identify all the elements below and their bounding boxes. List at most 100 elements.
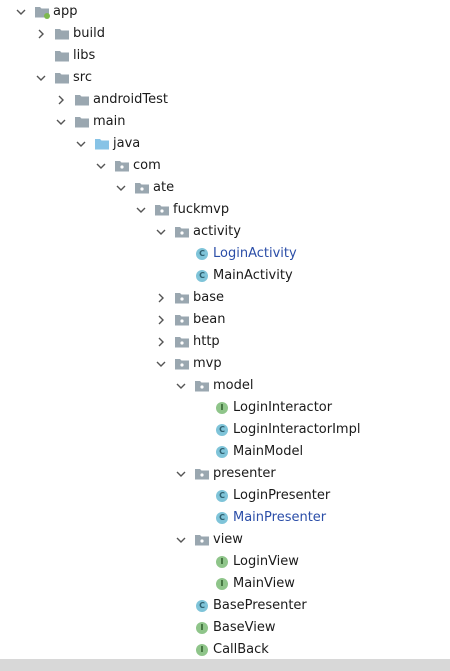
- tree-item-label: MainActivity: [213, 268, 293, 283]
- chevron-right-icon[interactable]: [54, 89, 68, 111]
- tree-row-libs[interactable]: libs: [0, 45, 450, 67]
- tree-row-loginview[interactable]: I LoginView: [0, 551, 450, 573]
- tree-row-activity[interactable]: activity: [0, 221, 450, 243]
- tree-item-label: com: [133, 158, 161, 173]
- tree-item-label: fuckmvp: [173, 202, 230, 217]
- chevron-right-icon[interactable]: [154, 309, 168, 331]
- tree-row-baseview[interactable]: I BaseView: [0, 617, 450, 639]
- tree-row-main[interactable]: main: [0, 111, 450, 133]
- tree-row-presenter[interactable]: presenter: [0, 463, 450, 485]
- folder-icon: [74, 92, 90, 108]
- folder-icon: [54, 48, 70, 64]
- chevron-down-icon[interactable]: [154, 353, 168, 375]
- tree-row-view[interactable]: view: [0, 529, 450, 551]
- chevron-down-icon[interactable]: [54, 111, 68, 133]
- tree-row-base[interactable]: base: [0, 287, 450, 309]
- tree-item-label: java: [113, 136, 141, 151]
- chevron-right-icon[interactable]: [154, 331, 168, 353]
- tree-item-label: MainView: [233, 576, 295, 591]
- tree-item-label: base: [193, 290, 224, 305]
- tree-item-label: presenter: [213, 466, 276, 481]
- chevron-down-icon[interactable]: [74, 133, 88, 155]
- tree-row-ate[interactable]: ate: [0, 177, 450, 199]
- tree-item-label: model: [213, 378, 254, 393]
- tree-row-mainpresenter[interactable]: C MainPresenter: [0, 507, 450, 529]
- tree-item-label: LoginInteractor: [233, 400, 333, 415]
- tree-item-label: LoginView: [233, 554, 299, 569]
- interface-badge: I: [216, 402, 228, 414]
- package-icon: [174, 312, 190, 328]
- chevron-right-icon[interactable]: [154, 287, 168, 309]
- tree-row-build[interactable]: build: [0, 23, 450, 45]
- source-folder-icon: [94, 136, 110, 152]
- chevron-down-icon[interactable]: [174, 529, 188, 551]
- folder-icon: [54, 26, 70, 42]
- class-icon: C: [214, 488, 230, 504]
- tree-row-mainview[interactable]: I MainView: [0, 573, 450, 595]
- class-badge: C: [196, 248, 208, 260]
- tree-item-label: androidTest: [93, 92, 168, 107]
- chevron-down-icon[interactable]: [174, 375, 188, 397]
- chevron-down-icon[interactable]: [174, 463, 188, 485]
- tree-row-src[interactable]: src: [0, 67, 450, 89]
- interface-badge: I: [216, 578, 228, 590]
- class-icon: C: [214, 422, 230, 438]
- class-badge: C: [216, 512, 228, 524]
- class-icon: C: [214, 444, 230, 460]
- class-badge: C: [216, 490, 228, 502]
- interface-icon: I: [214, 554, 230, 570]
- tree-row-fuckmvp[interactable]: fuckmvp: [0, 199, 450, 221]
- tree-item-label: LoginPresenter: [233, 488, 331, 503]
- tree-row-com[interactable]: com: [0, 155, 450, 177]
- package-icon: [114, 158, 130, 174]
- tree-item-label: main: [93, 114, 126, 129]
- tree-item-label: libs: [73, 48, 96, 63]
- horizontal-scrollbar[interactable]: [0, 659, 450, 671]
- chevron-down-icon[interactable]: [34, 67, 48, 89]
- tree-item-label: CallBack: [213, 642, 269, 657]
- tree-row-app[interactable]: app: [0, 1, 450, 23]
- class-badge: C: [196, 270, 208, 282]
- class-badge: C: [196, 600, 208, 612]
- interface-icon: I: [214, 400, 230, 416]
- tree-row-androidtest[interactable]: androidTest: [0, 89, 450, 111]
- tree-item-label: build: [73, 26, 105, 41]
- package-icon: [194, 378, 210, 394]
- class-icon: C: [194, 268, 210, 284]
- chevron-down-icon[interactable]: [14, 1, 28, 23]
- folder-icon: [54, 70, 70, 86]
- tree-row-http[interactable]: http: [0, 331, 450, 353]
- tree-row-mvp[interactable]: mvp: [0, 353, 450, 375]
- tree-item-label: MainPresenter: [233, 510, 327, 525]
- class-badge: C: [216, 446, 228, 458]
- class-icon: C: [214, 510, 230, 526]
- interface-icon: I: [194, 642, 210, 658]
- tree-row-loginpresenter[interactable]: C LoginPresenter: [0, 485, 450, 507]
- chevron-down-icon[interactable]: [134, 199, 148, 221]
- tree-item-label: ate: [153, 180, 175, 195]
- tree-row-callback[interactable]: I CallBack: [0, 639, 450, 661]
- interface-badge: I: [196, 644, 208, 656]
- tree-item-label: mvp: [193, 356, 222, 371]
- tree-row-java[interactable]: java: [0, 133, 450, 155]
- package-icon: [134, 180, 150, 196]
- tree-item-label: app: [53, 4, 78, 19]
- chevron-right-icon[interactable]: [34, 23, 48, 45]
- chevron-down-icon[interactable]: [154, 221, 168, 243]
- chevron-down-icon[interactable]: [94, 155, 108, 177]
- tree-row-bean[interactable]: bean: [0, 309, 450, 331]
- tree-row-model[interactable]: model: [0, 375, 450, 397]
- chevron-down-icon[interactable]: [114, 177, 128, 199]
- tree-item-label: BaseView: [213, 620, 276, 635]
- interface-badge: I: [196, 622, 208, 634]
- package-icon: [154, 202, 170, 218]
- tree-row-mainactivity[interactable]: C MainActivity: [0, 265, 450, 287]
- package-icon: [174, 334, 190, 350]
- tree-row-logininteractor[interactable]: I LoginInteractor: [0, 397, 450, 419]
- interface-badge: I: [216, 556, 228, 568]
